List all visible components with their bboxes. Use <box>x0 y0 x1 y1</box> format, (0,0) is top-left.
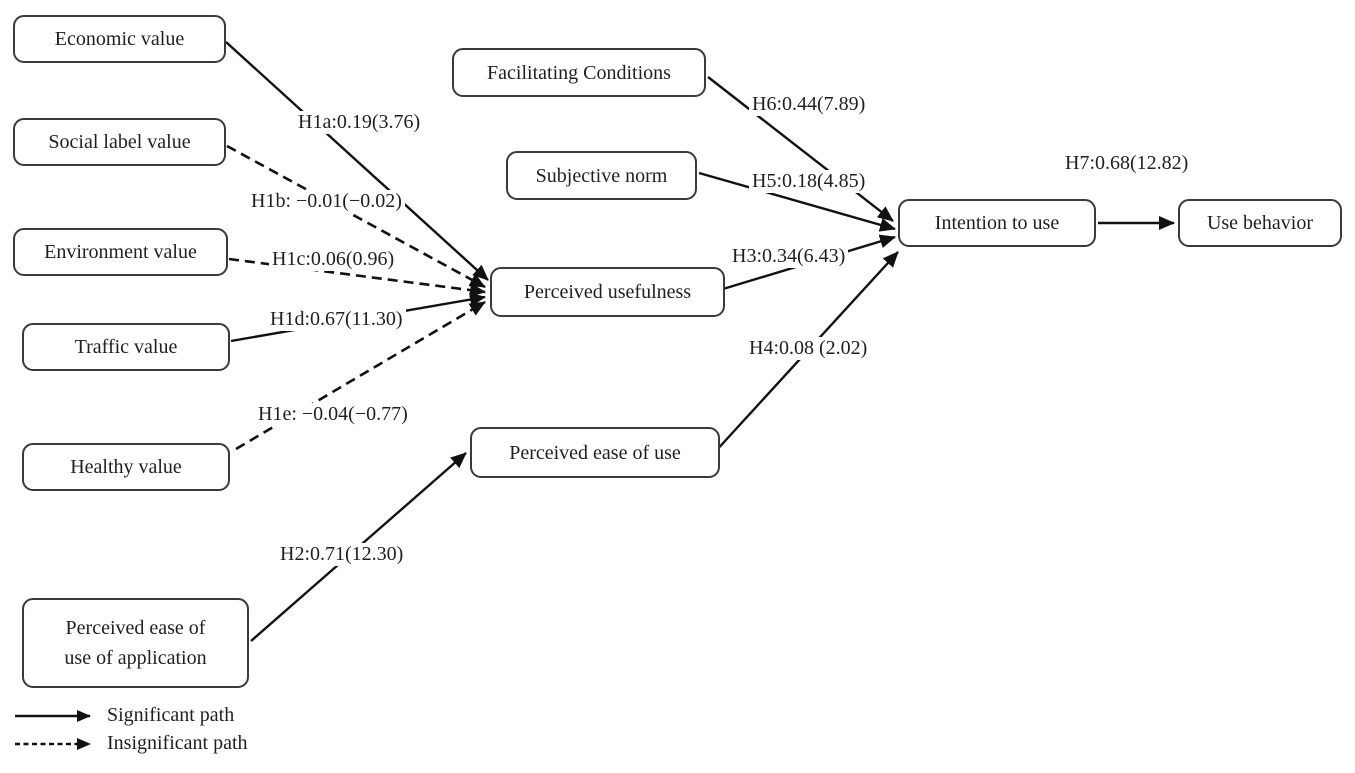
node-perceived-ease-of-use: Perceived ease of use <box>470 427 720 478</box>
path-label-h3: H3:0.34(6.43) <box>729 245 849 268</box>
path-label-h1d: H1d:0.67(11.30) <box>267 308 406 331</box>
edge-h1a <box>225 41 489 281</box>
node-label: Intention to use <box>934 212 1060 234</box>
node-label: Social label value <box>48 131 191 153</box>
node-subjective-norm: Subjective norm <box>506 151 697 200</box>
path-label-h2: H2:0.71(12.30) <box>277 543 407 566</box>
node-label: Perceived ease of use <box>509 441 681 464</box>
node-label: Use behavior <box>1206 212 1314 234</box>
node-label: Traffic value <box>74 336 178 358</box>
path-label-h1e: H1e: −0.04(−0.77) <box>255 403 411 426</box>
path-label-h1b: H1b: −0.01(−0.02) <box>248 190 405 213</box>
legend-item-insignificant: Insignificant path <box>14 732 248 755</box>
edge-h1b <box>226 144 486 289</box>
node-traffic-value: Traffic value <box>22 323 230 371</box>
node-healthy-value: Healthy value <box>22 443 230 491</box>
node-label: Subjective norm <box>535 164 668 187</box>
path-label-h1a: H1a:0.19(3.76) <box>295 111 424 134</box>
path-label-h5: H5:0.18(4.85) <box>749 170 869 193</box>
dashed-arrow-icon <box>15 737 91 750</box>
legend-label: Insignificant path <box>107 732 248 754</box>
node-label-line1: Perceived ease of <box>65 617 206 639</box>
node-social-label-value: Social label value <box>13 118 226 166</box>
path-label-h4: H4:0.08 (2.02) <box>746 337 871 360</box>
node-label: Healthy value <box>70 456 182 478</box>
node-environment-value: Environment value <box>13 228 228 276</box>
node-economic-value: Economic value <box>13 15 226 63</box>
node-label: Economic value <box>54 28 185 50</box>
node-perceived-ease-of-use-of-application: Perceived ease of use of application <box>22 598 249 688</box>
node-label-line2: use of application <box>64 647 207 669</box>
node-perceived-usefulness: Perceived usefulness <box>490 267 725 317</box>
path-label-h6: H6:0.44(7.89) <box>749 93 869 116</box>
node-label: Environment value <box>44 241 197 263</box>
node-intention-to-use: Intention to use <box>898 199 1096 247</box>
legend-label: Significant path <box>107 704 235 726</box>
path-label-h1c: H1c:0.06(0.96) <box>269 248 398 271</box>
path-label-h7: H7:0.68(12.82) <box>1062 152 1192 175</box>
node-label: Perceived usefulness <box>523 281 692 303</box>
edge-h6 <box>707 76 894 222</box>
edge-h1c <box>228 257 486 298</box>
solid-arrow-icon <box>15 709 91 722</box>
legend-item-significant: Significant path <box>14 704 234 727</box>
node-label: Facilitating Conditions <box>487 61 671 84</box>
node-facilitating-conditions: Facilitating Conditions <box>452 48 706 97</box>
edge-h5 <box>698 171 896 232</box>
node-use-behavior: Use behavior <box>1178 199 1342 247</box>
